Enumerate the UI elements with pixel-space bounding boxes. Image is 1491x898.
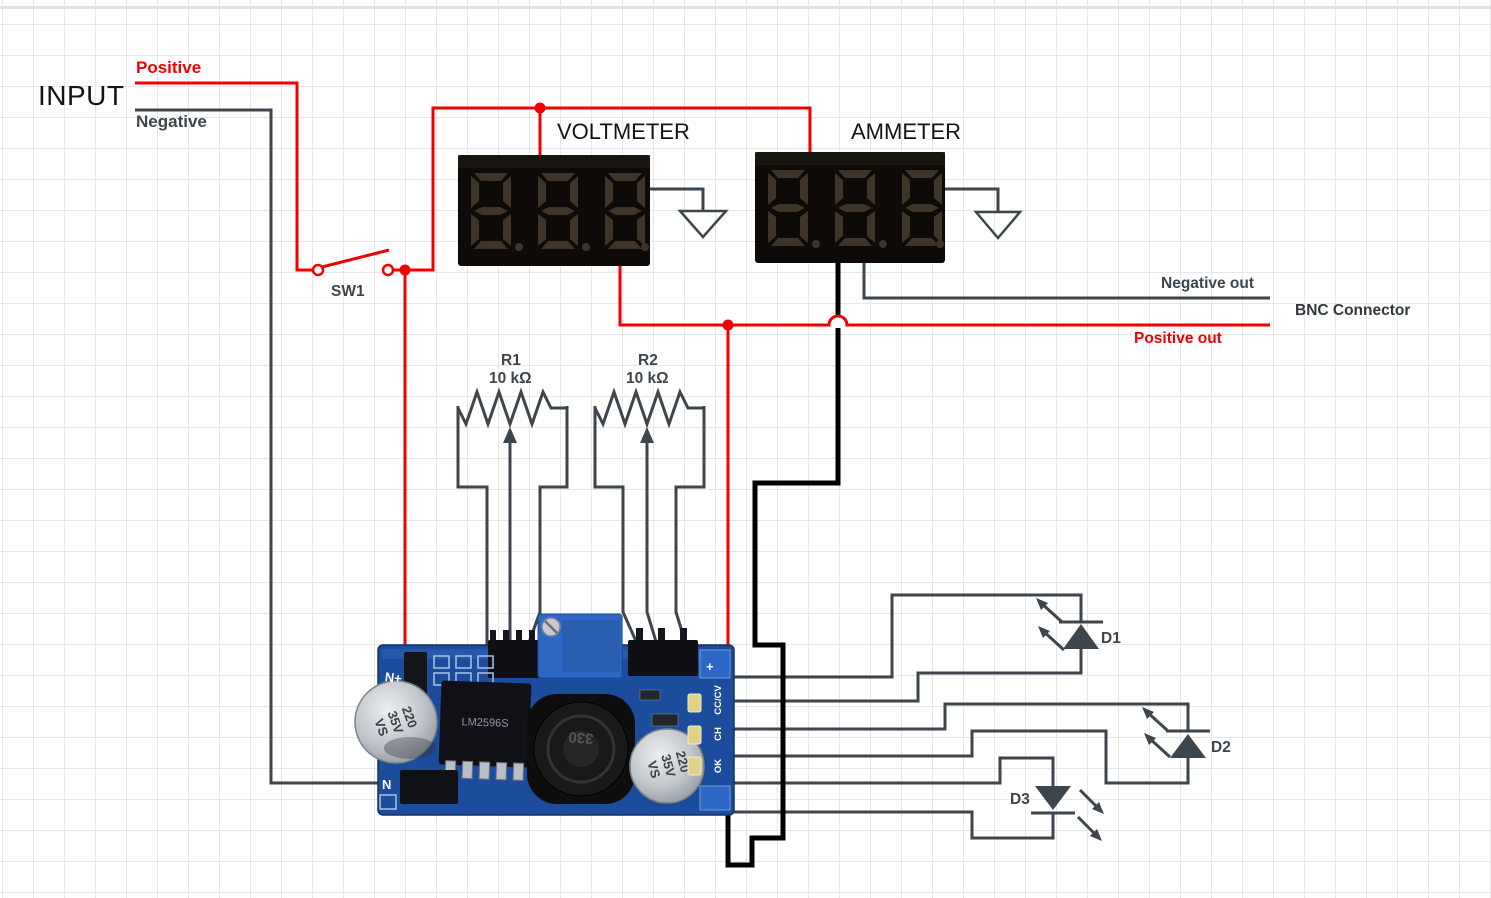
out-plus-pad <box>699 649 731 679</box>
pad-grid <box>433 655 494 686</box>
negative-input-label: Negative <box>136 112 207 131</box>
board-label-in-minus: N <box>382 777 391 792</box>
negative-out-label: Negative out <box>1161 275 1255 292</box>
trimpot <box>537 613 623 679</box>
board-label-ch: CH <box>713 727 724 741</box>
wire-voltmeter-ground <box>650 187 729 239</box>
wire-d1-top <box>733 593 1083 679</box>
header-left <box>488 640 540 678</box>
wire-positive-out <box>618 265 1270 650</box>
wire-negative-input <box>135 108 382 785</box>
header-right <box>628 640 698 676</box>
ground-symbol <box>973 210 1023 240</box>
cap-text: 220 <box>399 704 421 730</box>
led-d2 <box>1142 707 1210 759</box>
ground-symbol <box>677 209 729 239</box>
d2-label: D2 <box>1211 739 1231 756</box>
ammeter-display <box>755 152 945 263</box>
svg-text:VS: VS <box>371 717 391 739</box>
switch-contact <box>381 263 395 277</box>
board-label-in-plus: N+ <box>384 669 403 686</box>
smd-diode <box>400 770 458 804</box>
capacitor-right: 220 35V VS <box>629 728 705 804</box>
wire-d3-top <box>733 756 1055 786</box>
potentiometer-r1 <box>456 387 569 649</box>
r1-value: 10 kΩ <box>489 370 532 387</box>
inductor-text: 330 <box>568 728 594 747</box>
ic-text: LM2596S <box>461 716 508 730</box>
r1-name: R1 <box>501 352 521 369</box>
wire-d3-bottom <box>733 810 1055 840</box>
switch-contact <box>311 263 325 277</box>
positive-out-label: Positive out <box>1134 330 1222 347</box>
bnc-connector-label: BNC Connector <box>1295 302 1411 319</box>
capacitor-left: 220 35V VS <box>354 680 438 764</box>
junction-dot <box>399 264 411 276</box>
sw1-label: SW1 <box>331 283 365 300</box>
wire-positive-input <box>135 81 313 272</box>
board-label-out-plus: + <box>706 659 714 674</box>
svg-text:35V: 35V <box>658 752 679 779</box>
junction-dot <box>722 319 734 331</box>
wire-d1-bottom <box>733 648 1083 703</box>
board-label-ok: OK <box>713 759 724 773</box>
indicator-leds <box>687 693 702 776</box>
wire-d2-bottom <box>733 729 1190 785</box>
junction-dot <box>534 102 546 114</box>
ic-lm2596: LM2596S <box>438 680 532 781</box>
header-pin <box>490 630 496 644</box>
board-label-cccv: CC/CV <box>713 685 724 715</box>
inductor-toroid: 330 <box>527 694 635 804</box>
led-d3 <box>1031 786 1104 841</box>
ammeter-label: AMMETER <box>851 119 961 144</box>
potentiometer-r2 <box>593 387 706 649</box>
wire-ammeter-ground <box>945 187 1023 240</box>
led-d1 <box>1036 598 1103 652</box>
positive-input-label: Positive <box>136 58 202 77</box>
r2-value: 10 kΩ <box>626 370 669 387</box>
svg-text:VS: VS <box>644 759 663 780</box>
switch-sw1 <box>311 248 395 277</box>
voltmeter-label: VOLTMETER <box>557 119 690 144</box>
d3-label: D3 <box>1010 791 1030 808</box>
d1-label: D1 <box>1101 630 1121 647</box>
out-minus-pad <box>699 785 731 811</box>
wire-d2-top <box>733 702 1190 731</box>
wire-hop-gap <box>832 316 844 328</box>
wire-positive-to-meters <box>393 102 812 650</box>
r2-name: R2 <box>638 352 658 369</box>
wire-out-minus-black <box>725 263 841 868</box>
wire-negative-out <box>862 263 1270 300</box>
grid-top-edge <box>0 6 1491 9</box>
voltmeter-display <box>458 155 650 266</box>
input-title: INPUT <box>38 80 125 111</box>
dc-dc-converter-board: LM2596S 330 220 35V VS <box>354 613 735 816</box>
